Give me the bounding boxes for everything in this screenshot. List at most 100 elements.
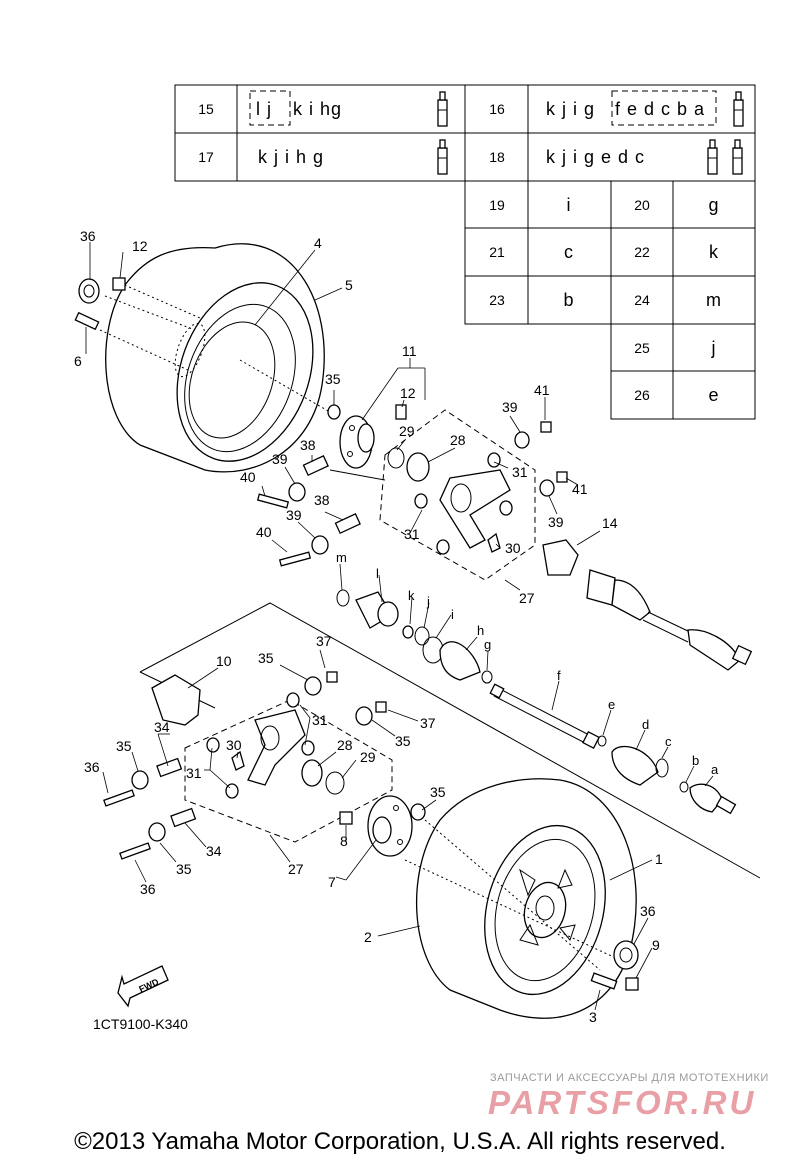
collar-31 [487,452,501,468]
band-c [655,758,669,778]
assembly-line [99,329,189,371]
wheel-cap-33-upper [78,278,100,304]
bolt-36 [103,789,135,807]
stud-6-upper [74,311,100,331]
grease-group-box-2 [611,90,717,126]
table-no-25: 25 [634,340,650,356]
callout-13: 12 [132,238,148,254]
grease-tube-icon [437,139,448,175]
nut-37 [375,701,387,713]
legend-table: 15 l j k i hg 16 k j i g f e d c b a 17 … [174,84,756,420]
bushing-39 [311,535,329,555]
table-letter-23: b [563,290,574,310]
bolt-8 [339,811,353,825]
shaft-f [489,683,600,749]
letter-m: m [336,550,347,565]
bushing-35 [304,676,322,696]
callout-39: 39 [548,514,564,530]
circlip-29-lower [325,771,345,795]
bolt-36 [119,842,151,860]
assembly-line [239,359,331,413]
band-g [481,670,493,684]
callout-36: 36 [84,759,100,775]
bolt-40 [278,551,312,567]
table-letter-26: e [708,385,719,405]
nut-9 [625,977,639,991]
callout-39: 39 [272,451,288,467]
grease-tube-icon [733,91,744,127]
callout-35: 35 [258,650,274,666]
bushing-35 [131,770,149,790]
callout-35: 35 [116,738,132,754]
callout-40: 40 [240,469,256,485]
callout-37: 37 [316,633,332,649]
callout-28: 28 [337,737,353,753]
table-no-18: 18 [489,149,505,165]
callout-31: 31 [512,464,528,480]
bolt-12 [395,404,407,420]
table-letters-17: k j i h g [258,147,324,167]
table-letters-16: k j i g [546,99,595,119]
letter-a: a [711,762,719,777]
callout-1: 1 [655,851,663,867]
callout-41: 41 [572,481,588,497]
table-letter-20: g [708,195,719,215]
callout-3: 3 [589,1009,597,1025]
letter-c: c [665,734,672,749]
letter-h: h [477,623,484,638]
table-no-16: 16 [489,101,505,117]
callout-34: 34 [206,843,222,859]
table-letters-15-boxed: l j [256,99,272,119]
collar-34 [156,757,183,778]
clip-k [402,625,414,639]
table-no-20: 20 [634,197,650,213]
callout-9: 9 [652,937,660,953]
callout-2: 2 [364,929,372,945]
nut-41 [556,471,568,483]
clip-e [597,735,607,747]
callout-11: 11 [402,343,417,359]
bearing-28-lower [301,759,323,787]
collar-38 [334,513,361,535]
callout-39: 39 [286,507,302,523]
bolt-40 [256,493,290,509]
ring-m [336,589,350,607]
callout-7: 7 [328,874,336,890]
callout-41: 41 [534,382,550,398]
callout-8: 8 [340,833,348,849]
callout-35: 35 [176,861,192,877]
arm-bracket-14 [542,539,579,576]
fwd-arrow-icon: FWD [117,965,169,1008]
knuckle-group-27-upper [379,409,536,581]
bushing-39 [514,431,530,449]
table-no-24: 24 [634,292,650,308]
circlip-29-upper [387,447,405,469]
boot-h [439,641,481,681]
bushing-39 [288,482,306,502]
cv-joint-a [689,783,737,815]
nut-13-upper [112,277,126,291]
hub-11 [339,415,375,469]
grease-tube-icon [707,139,718,175]
knuckle-upper [439,469,511,549]
watermark-caption: ЗАПЧАСТИ И АКСЕССУАРЫ ДЛЯ МОТОТЕХНИКИ [490,1072,769,1084]
copyright-notice: ©2013 Yamaha Motor Corporation, U.S.A. A… [74,1128,726,1155]
letter-g: g [484,637,491,652]
assembly-line [104,295,196,331]
table-letter-21: c [564,242,574,262]
callout-12: 12 [400,385,416,401]
callout-6: 6 [74,353,82,369]
collar-31 [436,539,450,555]
table-letters-16-boxed: f e d c b a [615,99,705,119]
callout-38: 38 [300,437,316,453]
assembly-line [424,819,601,971]
collar-31 [206,737,220,753]
band-j [414,626,430,646]
collar-34 [170,807,197,828]
letter-j: j [426,594,430,609]
callout-30: 30 [505,540,521,556]
bushing-35 [148,822,166,842]
letter-k: k [408,588,415,603]
callout-5: 5 [345,277,353,293]
